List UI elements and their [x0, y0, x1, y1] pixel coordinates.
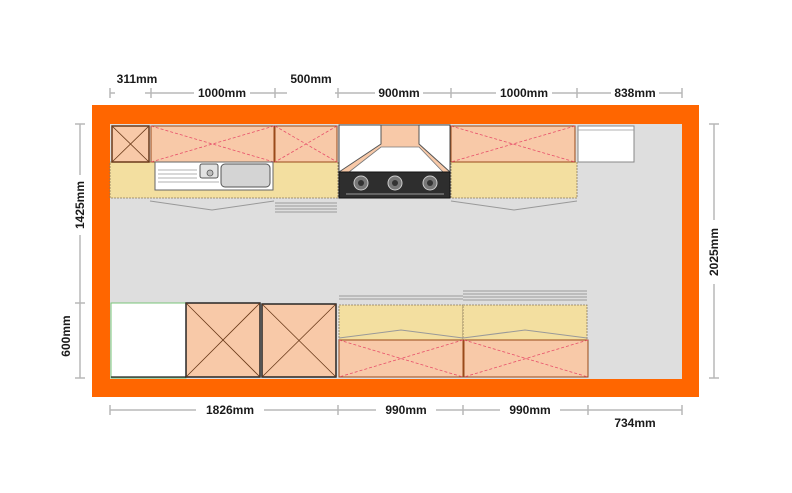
- door-swing-1000-right: [450, 200, 578, 211]
- dim-top-900: 900mm: [378, 86, 419, 100]
- door-swing-1000: [149, 200, 275, 211]
- dim-bottom-990-right: 990mm: [509, 403, 550, 417]
- dim-top-1000-left: 1000mm: [198, 86, 246, 100]
- dim-bg: [72, 175, 88, 235]
- bottom-white-unit: [110, 302, 187, 379]
- cooker-hood: [337, 124, 452, 176]
- dim-bg: [196, 402, 264, 418]
- drawer-lines-bottom: [339, 290, 587, 301]
- dim-left-600: 600mm: [59, 315, 73, 356]
- door-swing-bottom-left: [338, 329, 464, 339]
- top-wall-cabinet-1000: [150, 125, 275, 163]
- dim-bg: [500, 402, 560, 418]
- dim-top-311: 311mm: [117, 72, 158, 86]
- bottom-tall-cabinet-1: [185, 302, 261, 378]
- top-right-appliance: [577, 125, 635, 163]
- dim-bg: [194, 85, 250, 101]
- dim-top-1000-right: 1000mm: [500, 86, 548, 100]
- sink: [154, 161, 274, 191]
- dim-left-1425: 1425mm: [73, 181, 87, 229]
- left-dimension-lines: [75, 123, 85, 379]
- dim-bottom-1826: 1826mm: [206, 403, 254, 417]
- dim-bg: [376, 402, 436, 418]
- dim-bg: [496, 85, 552, 101]
- top-wall-cabinet-500: [274, 125, 338, 163]
- bottom-tall-cabinet-2: [261, 303, 337, 378]
- drawer-lines-500: [275, 202, 337, 213]
- door-swing-bottom-right: [462, 329, 588, 339]
- dim-bg: [287, 85, 335, 101]
- bottom-worktop-right: [462, 304, 588, 341]
- dim-bg: [706, 220, 722, 284]
- dim-bg: [60, 312, 76, 360]
- top-wall-cabinet-311: [111, 125, 150, 163]
- dim-bg: [115, 85, 145, 101]
- gas-hob: [338, 171, 451, 199]
- dim-bg: [611, 85, 659, 101]
- bottom-worktop-left: [338, 304, 464, 341]
- dim-right-2025: 2025mm: [707, 228, 721, 276]
- dim-bottom-990-left: 990mm: [385, 403, 426, 417]
- dim-top-500: 500mm: [290, 72, 331, 86]
- top-worktop-right: [450, 161, 578, 199]
- bottom-wall-cabinet-990-right: [463, 339, 589, 378]
- dim-top-838: 838mm: [614, 86, 655, 100]
- bottom-wall-cabinet-990-left: [338, 339, 464, 378]
- top-wall-cabinet-1000-right: [450, 125, 576, 163]
- dim-bottom-734: 734mm: [614, 416, 655, 430]
- dim-bg: [375, 85, 423, 101]
